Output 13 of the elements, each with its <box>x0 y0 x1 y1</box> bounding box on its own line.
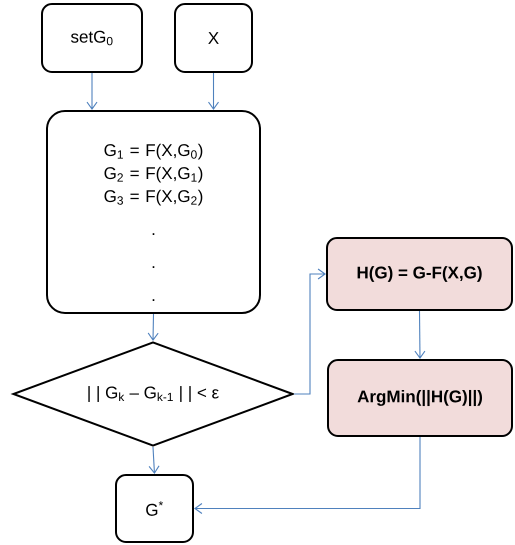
arrow <box>208 73 219 110</box>
arrow <box>194 437 421 514</box>
arrow <box>294 268 326 395</box>
arrow <box>148 446 160 474</box>
process-box: G$_{1}$ = F(X,G$_{0}$) G$_{2}$ = F(X,G$_{1}$) G$_{3}$ = F(X,G$_{2}$) . . . <box>46 110 261 314</box>
input-box: X <box>174 3 253 73</box>
start-box: setG$_{0}$ <box>41 3 143 73</box>
arrow <box>414 311 426 359</box>
output-box: G$^{*}$ <box>115 474 194 543</box>
process-box: ArgMin(||H(G)||) <box>327 359 513 437</box>
arrow <box>148 314 159 341</box>
process-box: H(G) = G-F(X,G) <box>326 237 513 311</box>
arrow <box>86 73 98 110</box>
